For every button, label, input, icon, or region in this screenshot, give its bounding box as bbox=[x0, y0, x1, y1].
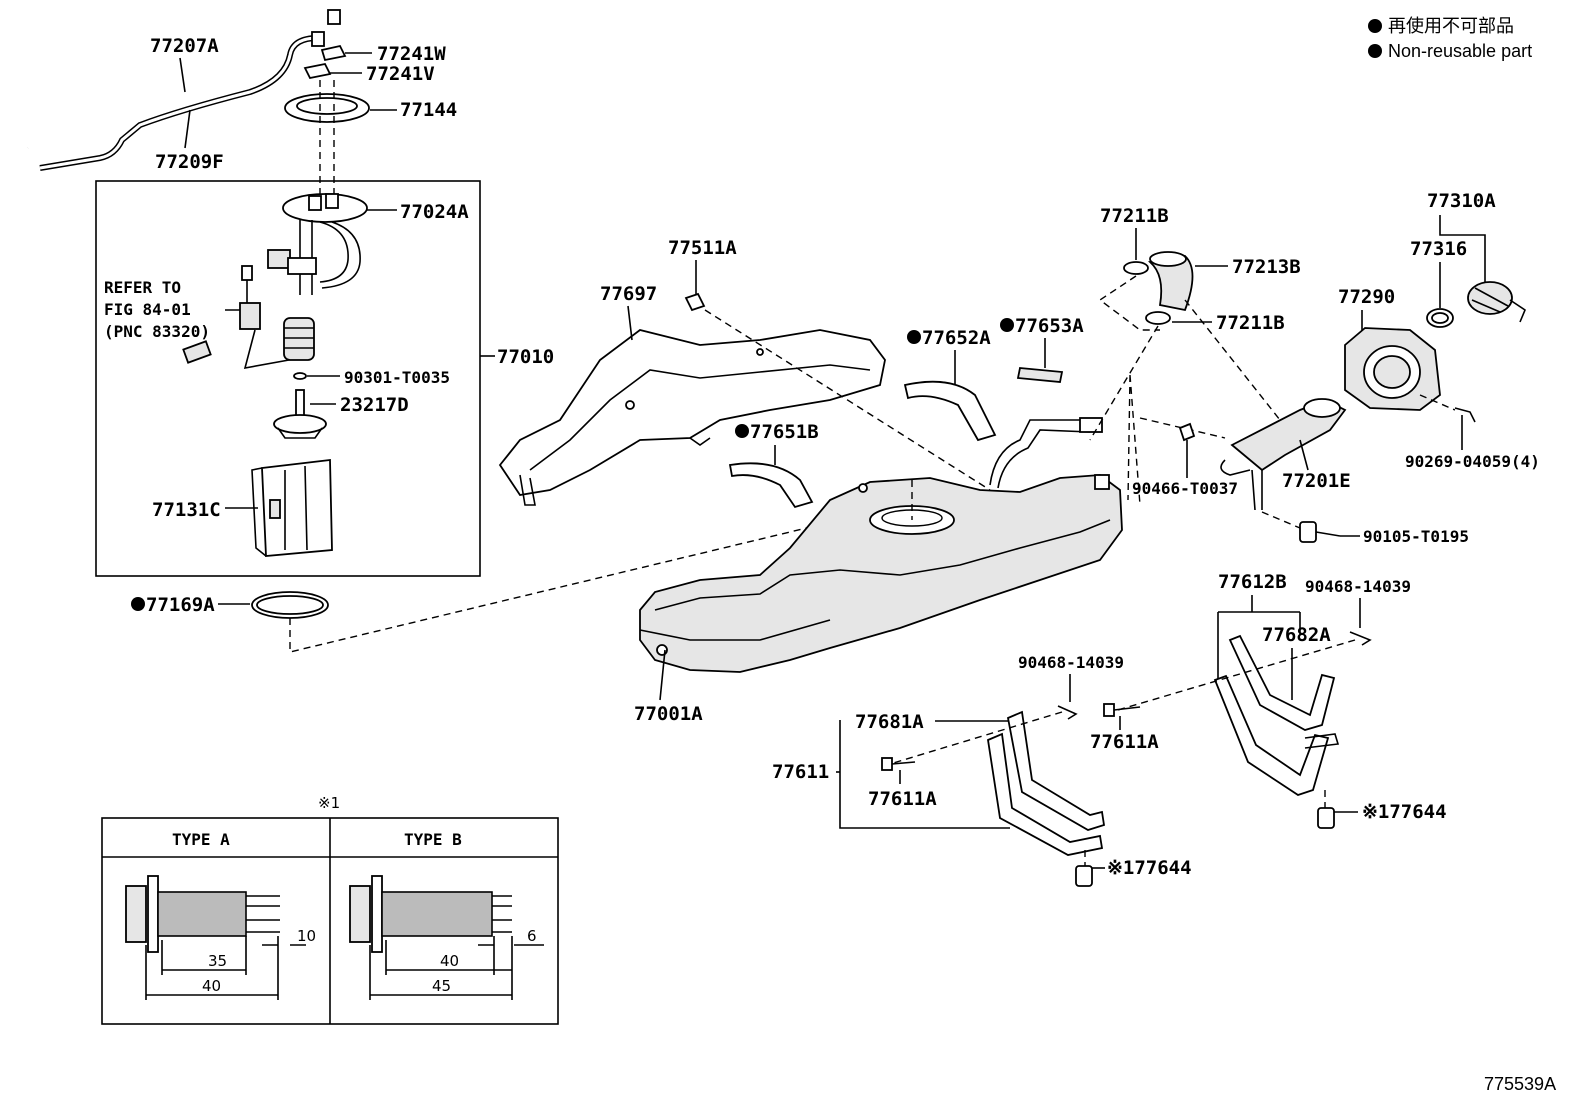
part-label-90466: 90466-T0037 bbox=[1132, 479, 1238, 498]
part-label-77169A: 77169A bbox=[146, 594, 215, 616]
hose-clamp-77211B-top bbox=[1123, 261, 1149, 275]
gasket-77169A bbox=[251, 591, 329, 619]
part-label-23217D: 23217D bbox=[340, 394, 409, 416]
part-label-77241V: 77241V bbox=[366, 63, 435, 85]
part-label-77511A: 77511A bbox=[668, 237, 737, 259]
part-label-77213B: 77213B bbox=[1232, 256, 1301, 278]
part-label-77211B-bottom: 77211B bbox=[1216, 312, 1285, 334]
type-a-stud-drawing bbox=[125, 875, 280, 953]
clip-90466 bbox=[1178, 422, 1196, 442]
filled-dot-icon bbox=[1000, 318, 1014, 332]
clip-77241W bbox=[320, 44, 347, 62]
part-label-77209F: 77209F bbox=[155, 151, 224, 173]
filled-dot-icon bbox=[735, 424, 749, 438]
type-table bbox=[101, 817, 559, 1025]
type-a-dim-35: 35 bbox=[208, 952, 227, 970]
tank-band-77612B bbox=[1213, 634, 1340, 796]
part-label-77697: 77697 bbox=[600, 283, 657, 305]
fuel-line-tubes bbox=[27, 9, 341, 171]
filler-hose-77213B bbox=[1147, 251, 1194, 312]
fuel-cap-77310A bbox=[1467, 281, 1526, 323]
part-label-77144: 77144 bbox=[400, 99, 457, 121]
type-a-dim-10: 10 bbox=[297, 927, 316, 945]
legend-jp-label: 再使用不可部品 bbox=[1388, 16, 1514, 36]
part-label-77644-left: ※177644 bbox=[1107, 857, 1192, 879]
part-label-90301: 90301-T0035 bbox=[344, 368, 450, 387]
part-label-77010: 77010 bbox=[497, 346, 554, 368]
pump-flange-77024A bbox=[267, 193, 368, 295]
bolt-77644-right bbox=[1317, 807, 1335, 829]
filled-dot-icon bbox=[1368, 19, 1382, 33]
retainer-ring-77144 bbox=[284, 93, 370, 123]
screw-90269 bbox=[1454, 407, 1476, 423]
pressure-regulator-23217D bbox=[273, 389, 327, 439]
type-a-header: TYPE A bbox=[172, 830, 230, 849]
part-label-77611A-left: 77611A bbox=[868, 788, 937, 810]
part-label-77611A-right: 77611A bbox=[1090, 731, 1159, 753]
fuel-pump-assembly-box bbox=[95, 180, 481, 577]
part-label-90105: 90105-T0195 bbox=[1363, 527, 1469, 546]
filler-pipe-77201E bbox=[1220, 398, 1347, 511]
part-label-77644-right: ※177644 bbox=[1362, 801, 1447, 823]
legend: 再使用不可部品 Non-reusable part bbox=[1368, 16, 1532, 61]
type-b-stud-drawing bbox=[349, 875, 512, 953]
filled-dot-icon bbox=[1368, 44, 1382, 58]
bolt-77644-left bbox=[1075, 865, 1093, 887]
part-label-90468-left: 90468-14039 bbox=[1018, 653, 1124, 672]
tank-band-77681A bbox=[987, 710, 1106, 856]
o-ring-90301 bbox=[293, 372, 307, 380]
part-label-77290: 77290 bbox=[1338, 286, 1395, 308]
clip-77241V bbox=[303, 62, 332, 80]
bolt-77611A-left bbox=[881, 757, 916, 771]
clip-90468-right bbox=[1349, 631, 1372, 646]
part-label-77211B-top: 77211B bbox=[1100, 205, 1169, 227]
type-b-dim-45: 45 bbox=[432, 977, 451, 995]
part-label-77316: 77316 bbox=[1410, 238, 1467, 260]
pad-77653A bbox=[1016, 367, 1064, 383]
fuel-level-sender bbox=[182, 265, 301, 370]
part-label-77201E: 77201E bbox=[1282, 470, 1351, 492]
type-b-header: TYPE B bbox=[404, 830, 462, 849]
cap-gasket-77316 bbox=[1426, 308, 1454, 328]
part-label-90269: 90269-04059(4) bbox=[1405, 452, 1540, 471]
part-label-77653A: 77653A bbox=[1015, 315, 1084, 337]
refer-line-1: REFER TO bbox=[104, 278, 181, 297]
hose-clamp-77211B-bottom bbox=[1145, 311, 1171, 325]
type-table-ref-mark: ※1 bbox=[318, 794, 340, 812]
filled-dot-icon bbox=[907, 330, 921, 344]
figure-id: 775539A bbox=[1484, 1074, 1556, 1094]
fuel-filter bbox=[283, 317, 315, 361]
filled-dot-icon bbox=[131, 597, 145, 611]
part-label-77024A: 77024A bbox=[400, 201, 469, 223]
part-label-77652A: 77652A bbox=[922, 327, 991, 349]
clip-90468-left bbox=[1057, 705, 1078, 720]
part-label-77651B: 77651B bbox=[750, 421, 819, 443]
part-label-77681A: 77681A bbox=[855, 711, 924, 733]
part-label-77310A: 77310A bbox=[1427, 190, 1496, 212]
type-b-dim-40: 40 bbox=[440, 952, 459, 970]
part-label-77131C: 77131C bbox=[152, 499, 221, 521]
type-b-dim-6: 6 bbox=[527, 927, 537, 945]
part-label-90468-right: 90468-14039 bbox=[1305, 577, 1411, 596]
insulator-pad-77651B bbox=[728, 462, 814, 509]
type-a-dim-40: 40 bbox=[202, 977, 221, 995]
bolt-90105 bbox=[1299, 521, 1341, 543]
heat-insulator-77697 bbox=[498, 329, 886, 506]
filler-housing-77290 bbox=[1344, 327, 1441, 411]
part-label-77611: 77611 bbox=[772, 761, 829, 783]
part-label-77612B: 77612B bbox=[1218, 571, 1287, 593]
part-label-77241W: 77241W bbox=[377, 43, 446, 65]
refer-line-3: (PNC 83320) bbox=[104, 322, 210, 341]
legend-en-label: Non-reusable part bbox=[1388, 41, 1532, 61]
pump-bracket-77131C bbox=[251, 458, 333, 557]
refer-line-2: FIG 84-01 bbox=[104, 300, 191, 319]
part-label-77001A: 77001A bbox=[634, 703, 703, 725]
part-label-77682A: 77682A bbox=[1262, 624, 1331, 646]
fuel-tank-77001A bbox=[639, 417, 1123, 673]
clip-77511A bbox=[684, 292, 706, 312]
insulator-pad-77652A bbox=[903, 380, 997, 442]
bolt-77611A-right bbox=[1103, 703, 1141, 717]
part-label-77207A: 77207A bbox=[150, 35, 219, 57]
